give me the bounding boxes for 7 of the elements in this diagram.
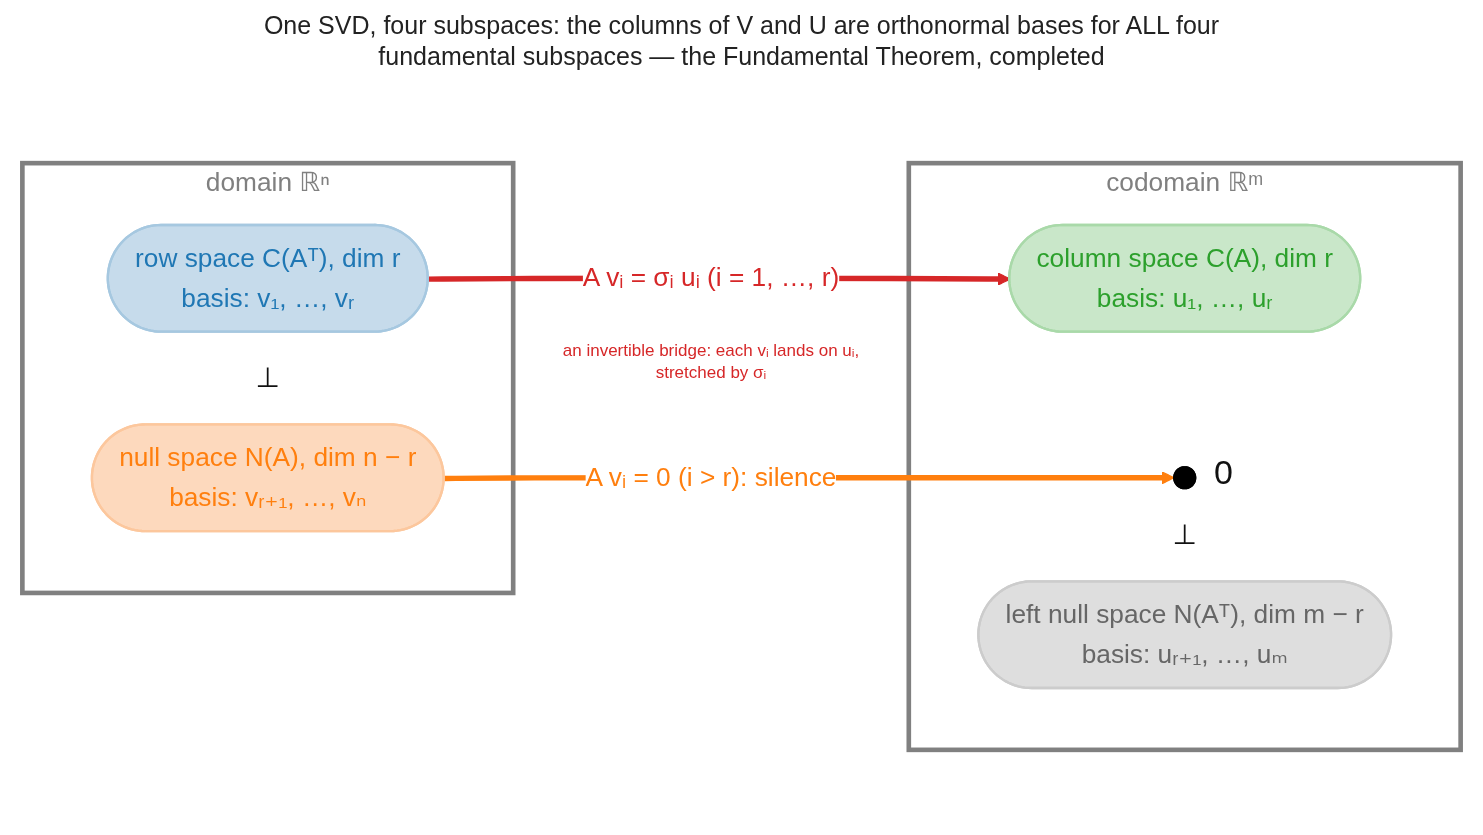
note-text: an invertible bridge: each vᵢ lands on uᵢ, stretched by σᵢ: [561, 339, 861, 385]
title: One SVD, four subspaces: the columns of V and U are orthonormal bases for ALL four fundamental subspaces — the Fundamental Theorem, completed: [262, 10, 1221, 72]
perpendicular-symbol: ⊥: [1172, 517, 1197, 552]
perpendicular-symbol: ⊥: [255, 360, 280, 395]
edge-label: A vᵢ = 0 (i > r): silence: [585, 462, 837, 493]
edge-label: A vᵢ = σᵢ uᵢ (i = 1, …, r): [582, 263, 840, 293]
zero-label: 0: [1214, 452, 1234, 491]
